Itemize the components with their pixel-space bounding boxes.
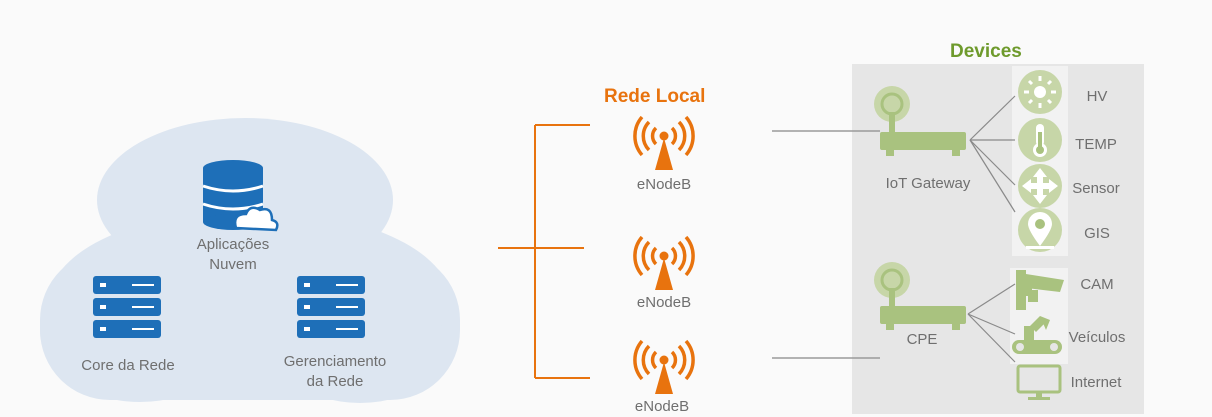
devices-panel — [852, 64, 1144, 414]
server-core-icon — [93, 276, 161, 338]
server-mgmt-icon — [297, 276, 365, 338]
local-network-title: Rede Local — [604, 86, 706, 107]
antenna-icon-1 — [633, 115, 695, 170]
device-item-internet: Internet — [1070, 374, 1122, 391]
vehicle-robot-icon — [1012, 316, 1062, 354]
camera-icon — [1016, 270, 1064, 310]
cpe-router-icon — [874, 262, 966, 330]
device-item-cam: CAM — [1080, 276, 1114, 293]
sensor-arrows-icon — [1018, 164, 1062, 208]
iot-gateway-router-icon — [874, 86, 966, 156]
mgmt-network-label-line1: Gerenciamento — [283, 353, 387, 370]
mgmt-network-label-line2: da Rede — [306, 373, 364, 390]
gis-location-icon — [1018, 208, 1062, 252]
core-network-label: Core da Rede — [81, 357, 175, 374]
cpe-fanout-lines — [967, 283, 1016, 363]
small-cloud-icon — [233, 206, 279, 232]
device-item-vehicles: Veículos — [1068, 329, 1126, 346]
cpe-label: CPE — [906, 331, 938, 348]
orange-connector — [498, 124, 590, 379]
device-item-gis: GIS — [1084, 225, 1110, 242]
antenna-icon-3 — [633, 339, 695, 394]
enodeb-label-2: eNodeB — [636, 294, 692, 311]
iot-gateway-label: IoT Gateway — [885, 175, 971, 192]
enodeb-label-3: eNodeB — [634, 398, 690, 415]
device-item-temp: TEMP — [1075, 136, 1117, 153]
database-cloud-icon — [202, 160, 279, 232]
device-item-sensor: Sensor — [1072, 180, 1120, 197]
hv-icon — [1018, 70, 1062, 114]
iot-fanout-lines — [969, 95, 1016, 213]
thermometer-icon — [1018, 118, 1062, 162]
device-item-hv: HV — [1086, 88, 1108, 105]
monitor-icon — [1016, 364, 1062, 400]
devices-title: Devices — [950, 41, 1022, 62]
gray-links — [772, 130, 880, 359]
antenna-icon-2 — [633, 235, 695, 290]
apps-cloud-label-line1: Aplicações — [196, 236, 270, 253]
apps-cloud-label-line2: Nuvem — [209, 256, 257, 273]
enodeb-label-1: eNodeB — [636, 176, 692, 193]
